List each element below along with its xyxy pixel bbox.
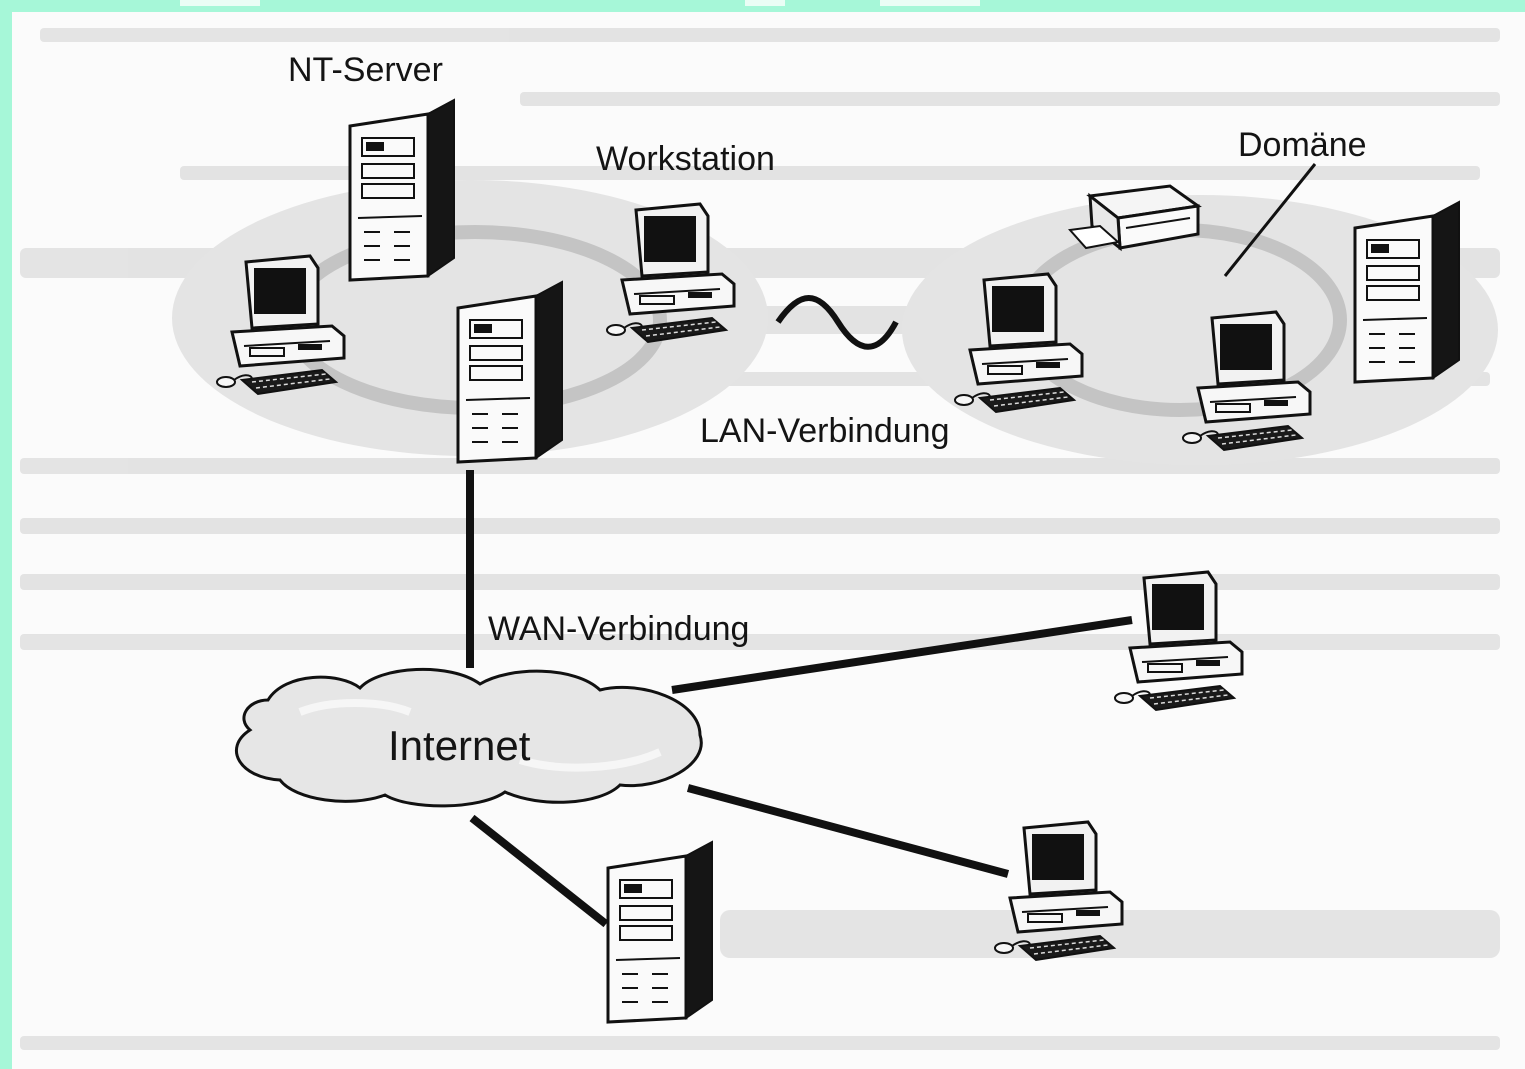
lan-connection-wave — [775, 295, 899, 350]
nt-server-label: NT-Server — [288, 51, 443, 89]
server-icon — [456, 280, 564, 464]
workstation-label: Workstation — [596, 140, 775, 178]
printer-icon — [1068, 184, 1202, 252]
wan-connection-label: WAN-Verbindung — [488, 610, 749, 648]
internet-cloud-icon — [235, 667, 703, 808]
internet-link-line — [686, 784, 1010, 878]
internet-link-line — [671, 616, 1133, 694]
nt-server-icon — [348, 98, 456, 282]
remote-server-icon — [606, 840, 714, 1024]
domain-label: Domäne — [1238, 126, 1367, 164]
bleed-through-texture — [20, 28, 1500, 1050]
domain-server-icon — [1353, 200, 1461, 384]
internet-label: Internet — [388, 722, 531, 769]
domain-pointer-line — [1223, 163, 1317, 277]
internet-link-line — [469, 814, 609, 928]
lan-connection-label: LAN-Verbindung — [700, 412, 950, 450]
